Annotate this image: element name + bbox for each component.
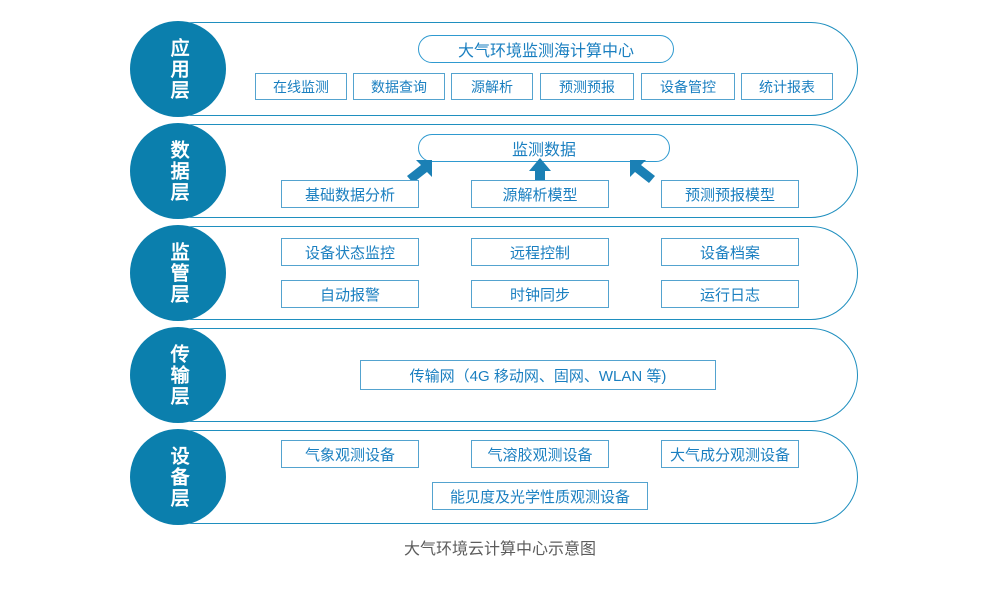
layer-badge-label: 设备层 bbox=[167, 445, 189, 509]
app-item-online-monitoring[interactable]: 在线监测 bbox=[255, 73, 347, 100]
data-item-basic-analysis[interactable]: 基础数据分析 bbox=[281, 180, 419, 208]
app-item-forecast[interactable]: 预测预报 bbox=[540, 73, 634, 100]
dev-item-atmospheric-composition-equipment[interactable]: 大气成分观测设备 bbox=[661, 440, 799, 468]
arrow-up-left-icon bbox=[630, 160, 655, 183]
dev-item-meteorological-equipment[interactable]: 气象观测设备 bbox=[281, 440, 419, 468]
data-item-forecast-model[interactable]: 预测预报模型 bbox=[661, 180, 799, 208]
sup-item-auto-alarm[interactable]: 自动报警 bbox=[281, 280, 419, 308]
sup-item-operation-log[interactable]: 运行日志 bbox=[661, 280, 799, 308]
arrow-up-right-icon bbox=[407, 160, 432, 183]
dev-item-visibility-optical-equipment[interactable]: 能见度及光学性质观测设备 bbox=[432, 482, 648, 510]
layer-badge-supervision: 监管层 bbox=[130, 225, 226, 321]
diagram-caption: 大气环境云计算中心示意图 bbox=[403, 541, 596, 558]
layer-badge-device: 设备层 bbox=[130, 429, 226, 525]
layer-badge-label: 传输层 bbox=[167, 343, 189, 407]
layer-badge-label: 数据层 bbox=[167, 139, 189, 203]
app-item-data-query[interactable]: 数据查询 bbox=[353, 73, 445, 100]
app-item-statistics-report[interactable]: 统计报表 bbox=[741, 73, 833, 100]
app-item-device-control[interactable]: 设备管控 bbox=[641, 73, 735, 100]
transmission-network-box[interactable]: 传输网（4G 移动网、固网、WLAN 等) bbox=[360, 360, 716, 390]
layer-badge-label: 应用层 bbox=[167, 37, 189, 101]
sup-item-device-status-monitor[interactable]: 设备状态监控 bbox=[281, 238, 419, 266]
monitoring-data-pill: 监测数据 bbox=[418, 134, 670, 162]
sup-item-device-archive[interactable]: 设备档案 bbox=[661, 238, 799, 266]
application-center-pill: 大气环境监测海计算中心 bbox=[418, 35, 674, 63]
arrow-up-icon bbox=[529, 158, 551, 184]
dev-item-aerosol-equipment[interactable]: 气溶胶观测设备 bbox=[471, 440, 609, 468]
layer-badge-application: 应用层 bbox=[130, 21, 226, 117]
layer-badge-data: 数据层 bbox=[130, 123, 226, 219]
data-item-source-model[interactable]: 源解析模型 bbox=[471, 180, 609, 208]
sup-item-remote-control[interactable]: 远程控制 bbox=[471, 238, 609, 266]
sup-item-clock-sync[interactable]: 时钟同步 bbox=[471, 280, 609, 308]
layer-badge-transmission: 传输层 bbox=[130, 327, 226, 423]
layer-badge-label: 监管层 bbox=[167, 241, 189, 305]
app-item-source-analysis[interactable]: 源解析 bbox=[451, 73, 533, 100]
